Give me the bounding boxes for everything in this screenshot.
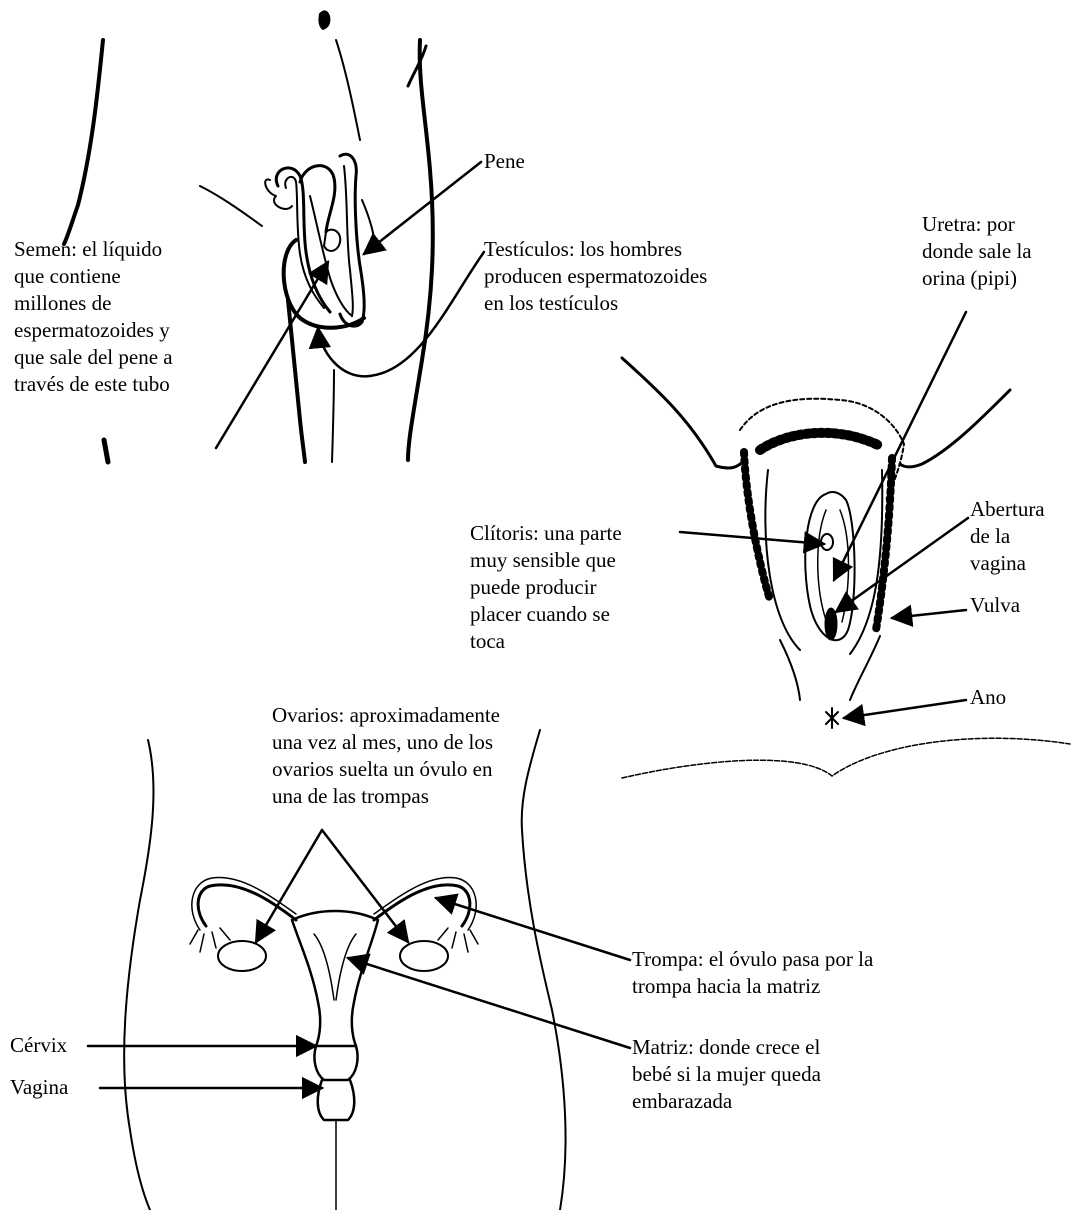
- matriz-arrow: [348, 958, 630, 1048]
- clitoris-shape: [821, 534, 833, 550]
- fallopian-tube-right-inner: [374, 877, 476, 930]
- label-abertura-vagina: Abertura de la vagina: [970, 496, 1080, 577]
- pene-arrow: [364, 162, 481, 254]
- label-matriz: Matriz: donde crece el bebé si la mujer …: [632, 1034, 892, 1115]
- vulva-arrow: [892, 610, 966, 618]
- hair-right: [876, 458, 892, 630]
- label-ovarios: Ovarios: aproximadamente una vez al mes,…: [272, 702, 572, 810]
- label-pene: Pene: [484, 148, 525, 175]
- testiculos-arrow: [318, 252, 484, 376]
- male-groin-right: [362, 200, 374, 238]
- vulva-left-thigh-line: [622, 358, 744, 468]
- ano-arrow: [844, 700, 966, 718]
- fallopian-tube-left: [198, 885, 296, 926]
- uterus-cavity: [314, 934, 356, 1000]
- label-semen: Semen: el líquido que contiene millones …: [14, 236, 254, 398]
- ovarios-arrow-left: [256, 830, 322, 942]
- vulva-lower-right: [850, 636, 880, 700]
- label-trompa: Trompa: el óvulo pasa por la trompa haci…: [632, 946, 962, 1000]
- ovary-left: [218, 941, 266, 971]
- male-left-outline: [64, 40, 103, 244]
- male-left-outline-lower: [104, 440, 108, 462]
- male-right-outline: [408, 40, 433, 460]
- label-cervix: Cérvix: [10, 1032, 67, 1059]
- pubic-hair-band: [760, 433, 880, 450]
- male-inner-thigh: [332, 370, 334, 462]
- vagina-shape: [318, 1080, 355, 1120]
- outer-lip-left: [765, 470, 800, 650]
- male-navel: [319, 11, 329, 29]
- male-belly-line: [336, 40, 360, 140]
- vulva-right-thigh-line: [900, 390, 1010, 467]
- male-groin-left: [200, 186, 262, 226]
- label-clitoris: Clítoris: una parte muy sensible que pue…: [470, 520, 680, 655]
- abertura-arrow: [836, 518, 968, 612]
- label-uretra: Uretra: por donde sale la orina (pipi): [922, 211, 1082, 292]
- ovary-right: [400, 941, 448, 971]
- label-ano: Ano: [970, 684, 1006, 711]
- vulva-lower-left: [780, 640, 800, 700]
- uretra-arrow: [834, 312, 966, 580]
- trompa-arrow: [436, 898, 630, 960]
- body-left-outline: [124, 740, 153, 1210]
- anus-mark: [826, 708, 838, 728]
- fimbria-left: [190, 928, 230, 952]
- ovarios-arrow-right: [322, 830, 408, 942]
- prostate: [324, 230, 340, 251]
- label-vagina: Vagina: [10, 1074, 68, 1101]
- label-testiculos: Testículos: los hombres producen esperma…: [484, 236, 784, 317]
- penis-shaft-inner: [344, 166, 353, 316]
- buttocks-line: [622, 738, 1070, 778]
- label-vulva: Vulva: [970, 592, 1020, 619]
- uterus-outer: [292, 911, 378, 1046]
- male-right-hip: [408, 46, 426, 86]
- cervix-shape: [314, 1046, 357, 1080]
